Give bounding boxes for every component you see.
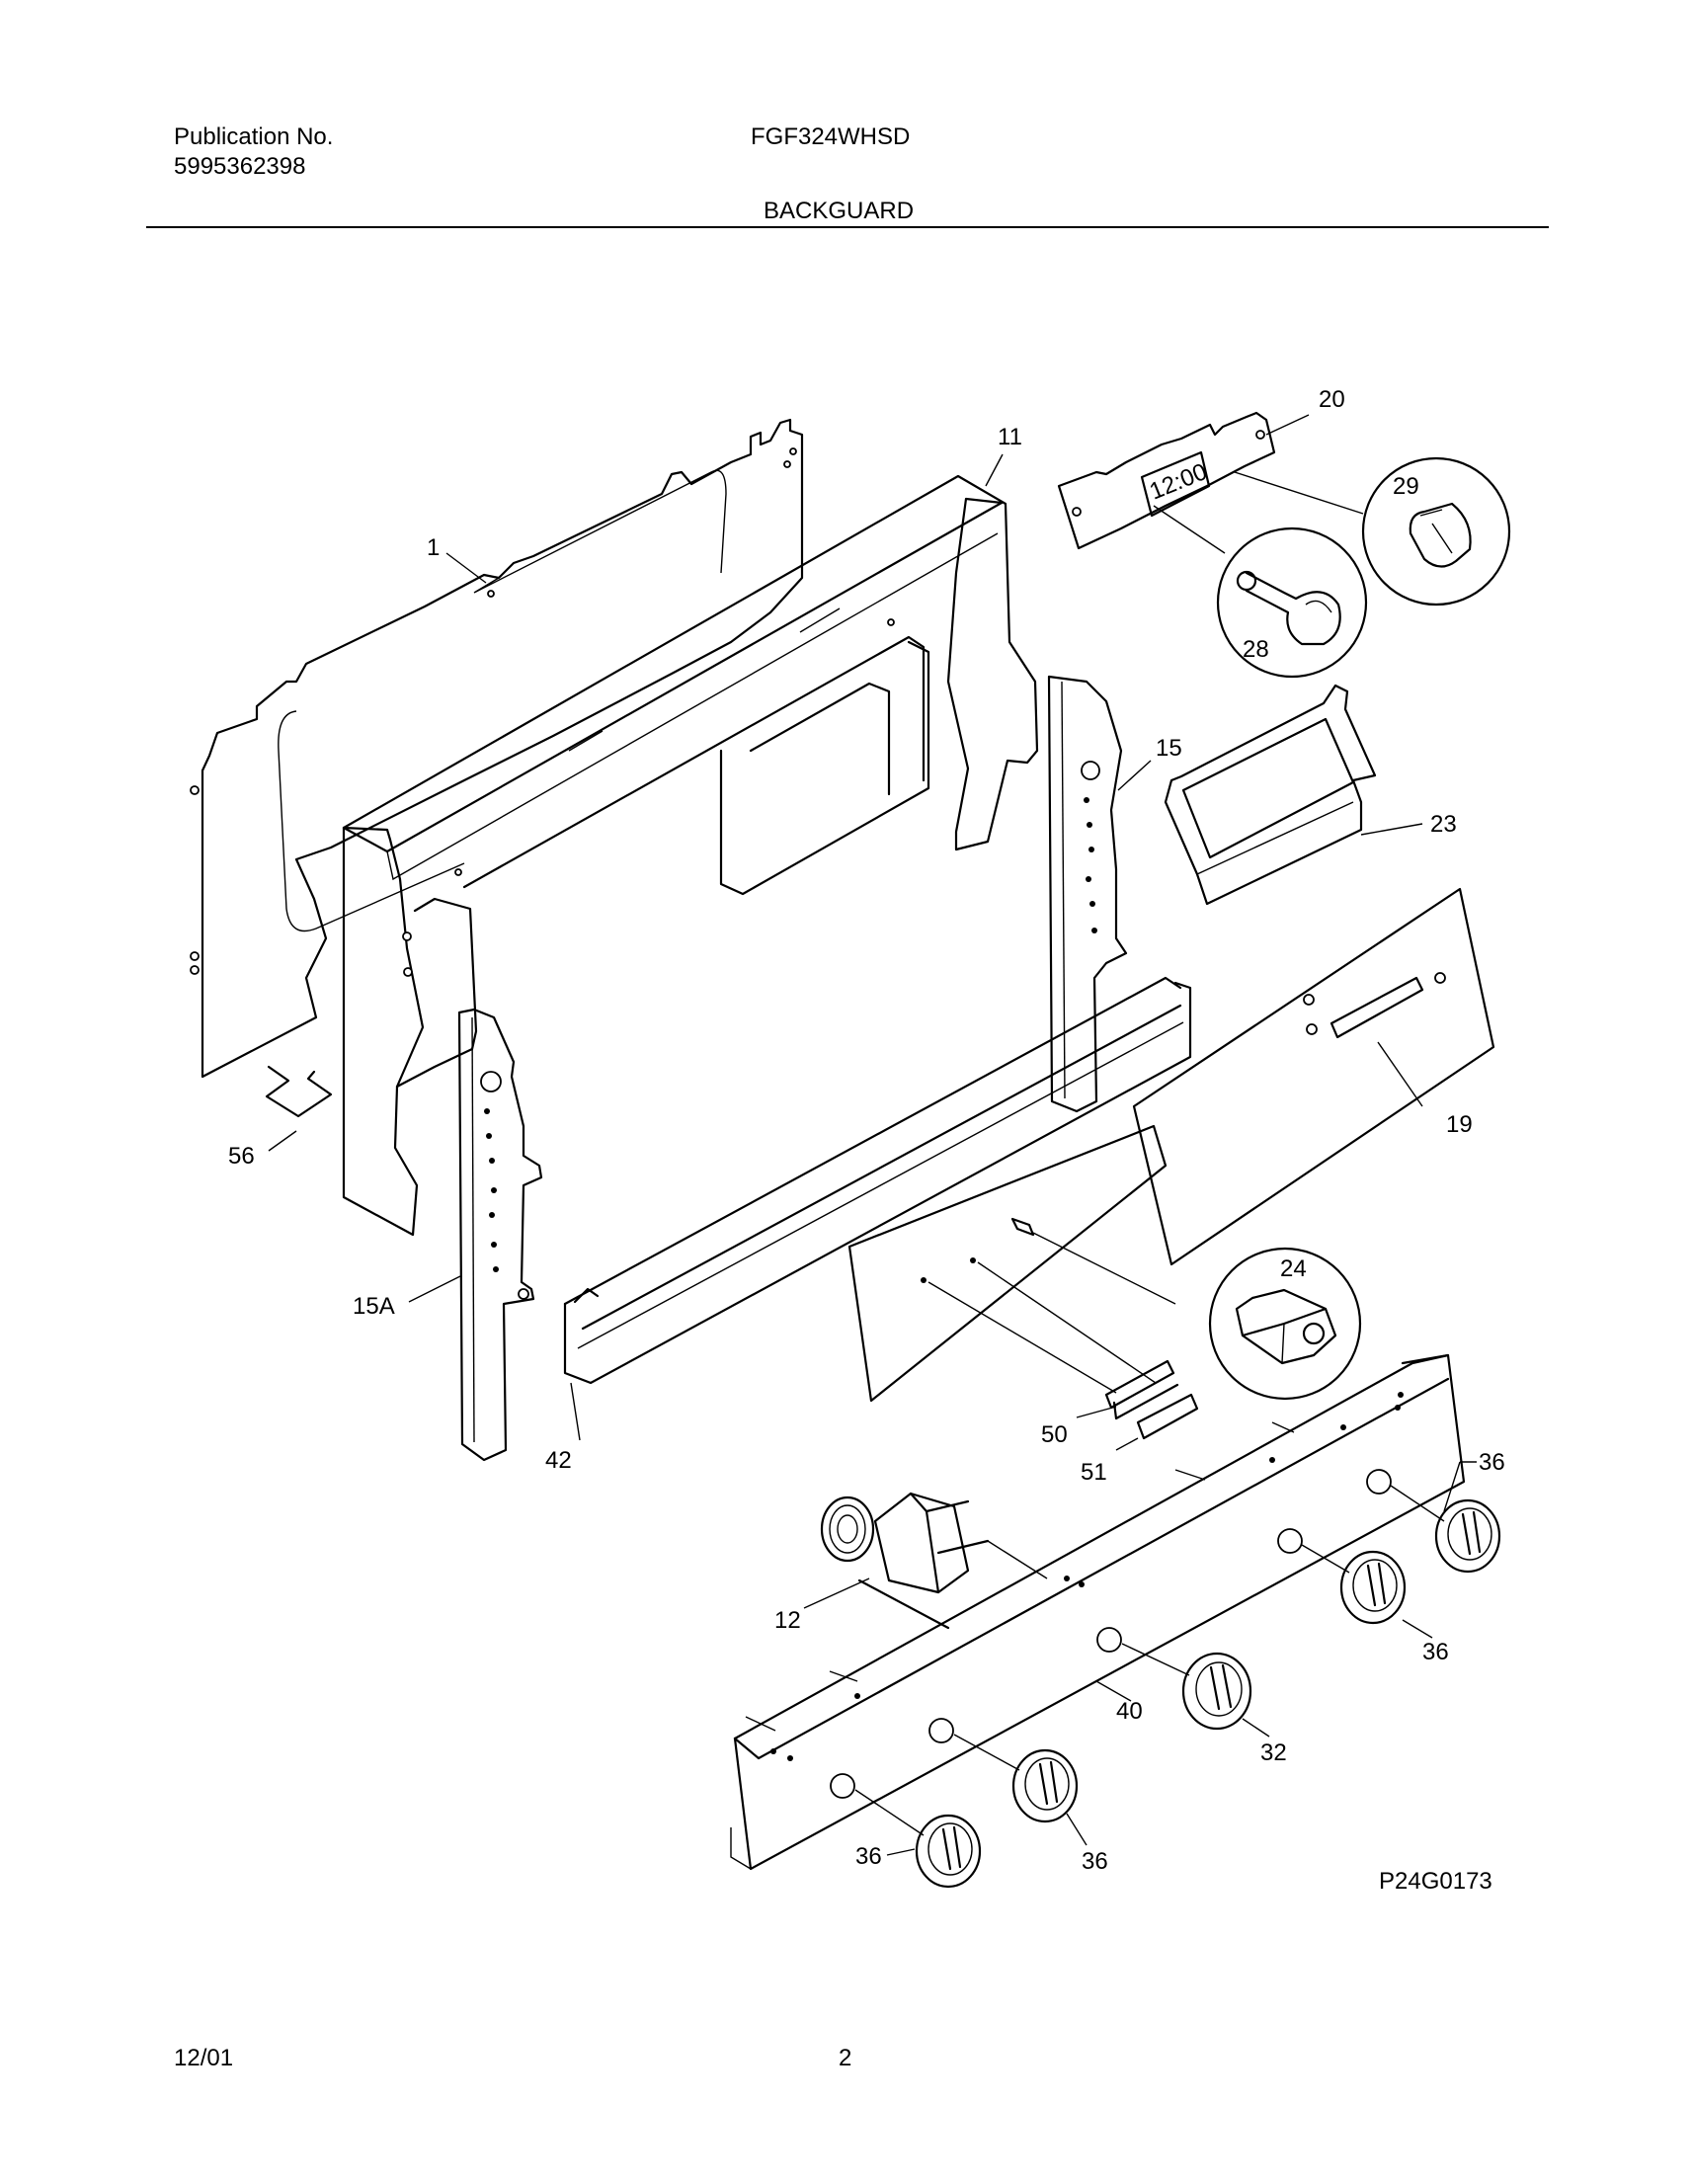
part-clock-bracket: 12:00	[1057, 411, 1276, 550]
part-left-bracket	[457, 1008, 543, 1462]
callout-20: 20	[1319, 386, 1345, 413]
knob-2-guide	[953, 1734, 1020, 1771]
callout-23: 23	[1430, 811, 1457, 838]
part-24-detail-circle	[1208, 1247, 1362, 1401]
burner-knob-2	[1011, 1748, 1079, 1823]
model-number: FGF324WHSD	[751, 123, 911, 150]
callout-15a: 15A	[353, 1293, 395, 1320]
part-control-panel	[1132, 887, 1495, 1266]
part-manifold-panel	[730, 1353, 1466, 1871]
callout-28: 28	[1243, 636, 1269, 663]
knob-4-guide	[1390, 1485, 1445, 1522]
knob-3-guide	[1301, 1544, 1350, 1574]
part-switch-lens	[1104, 1359, 1199, 1440]
section-title: BACKGUARD	[764, 198, 915, 224]
part-trim-channel	[563, 976, 1192, 1385]
diagram-code: P24G0173	[1379, 1868, 1492, 1895]
callout-15: 15	[1156, 735, 1182, 762]
callout-50: 50	[1041, 1421, 1068, 1448]
callout-32: 32	[1260, 1739, 1287, 1766]
callout-12: 12	[774, 1607, 801, 1634]
page-number: 2	[839, 2045, 852, 2071]
header-rule	[146, 226, 1549, 228]
callout-leaders	[268, 414, 1477, 1856]
burner-knob-4	[1434, 1498, 1501, 1574]
knob-1-guide	[854, 1789, 925, 1836]
oven-knob	[1181, 1652, 1252, 1731]
burner-knob-1	[915, 1814, 982, 1889]
part-lower-bracket	[265, 1065, 333, 1118]
callout-19: 19	[1446, 1111, 1473, 1138]
callout-24: 24	[1280, 1255, 1307, 1282]
callout-1: 1	[427, 534, 440, 561]
callout-56: 56	[228, 1143, 255, 1170]
footer-date: 12/01	[174, 2045, 234, 2071]
part-thermostat	[820, 1492, 1048, 1630]
part-switch-plate	[847, 1124, 1176, 1403]
part-28-detail-circle	[1216, 526, 1368, 679]
part-rear-panel	[190, 418, 804, 1079]
callout-11: 11	[998, 424, 1022, 450]
callout-29: 29	[1393, 473, 1419, 500]
oven-knob-guide	[1121, 1643, 1190, 1676]
callout-36-a: 36	[1479, 1449, 1505, 1476]
part-29-detail-circle	[1361, 456, 1511, 607]
burner-knob-3	[1339, 1550, 1407, 1625]
part-right-bracket	[1047, 675, 1128, 1113]
callout-51: 51	[1081, 1459, 1107, 1486]
part-backguard-frame	[342, 474, 1039, 1237]
callout-36-b: 36	[1422, 1639, 1449, 1665]
callout-40: 40	[1116, 1698, 1143, 1725]
clock-display-text: 12:00	[1146, 458, 1211, 506]
callout-36-d: 36	[1082, 1848, 1108, 1875]
publication-label: Publication No.	[174, 123, 334, 150]
part-clock-overlay	[1164, 684, 1377, 906]
callout-42: 42	[545, 1447, 572, 1474]
publication-number: 5995362398	[174, 153, 306, 180]
callout-36-c: 36	[855, 1843, 882, 1870]
